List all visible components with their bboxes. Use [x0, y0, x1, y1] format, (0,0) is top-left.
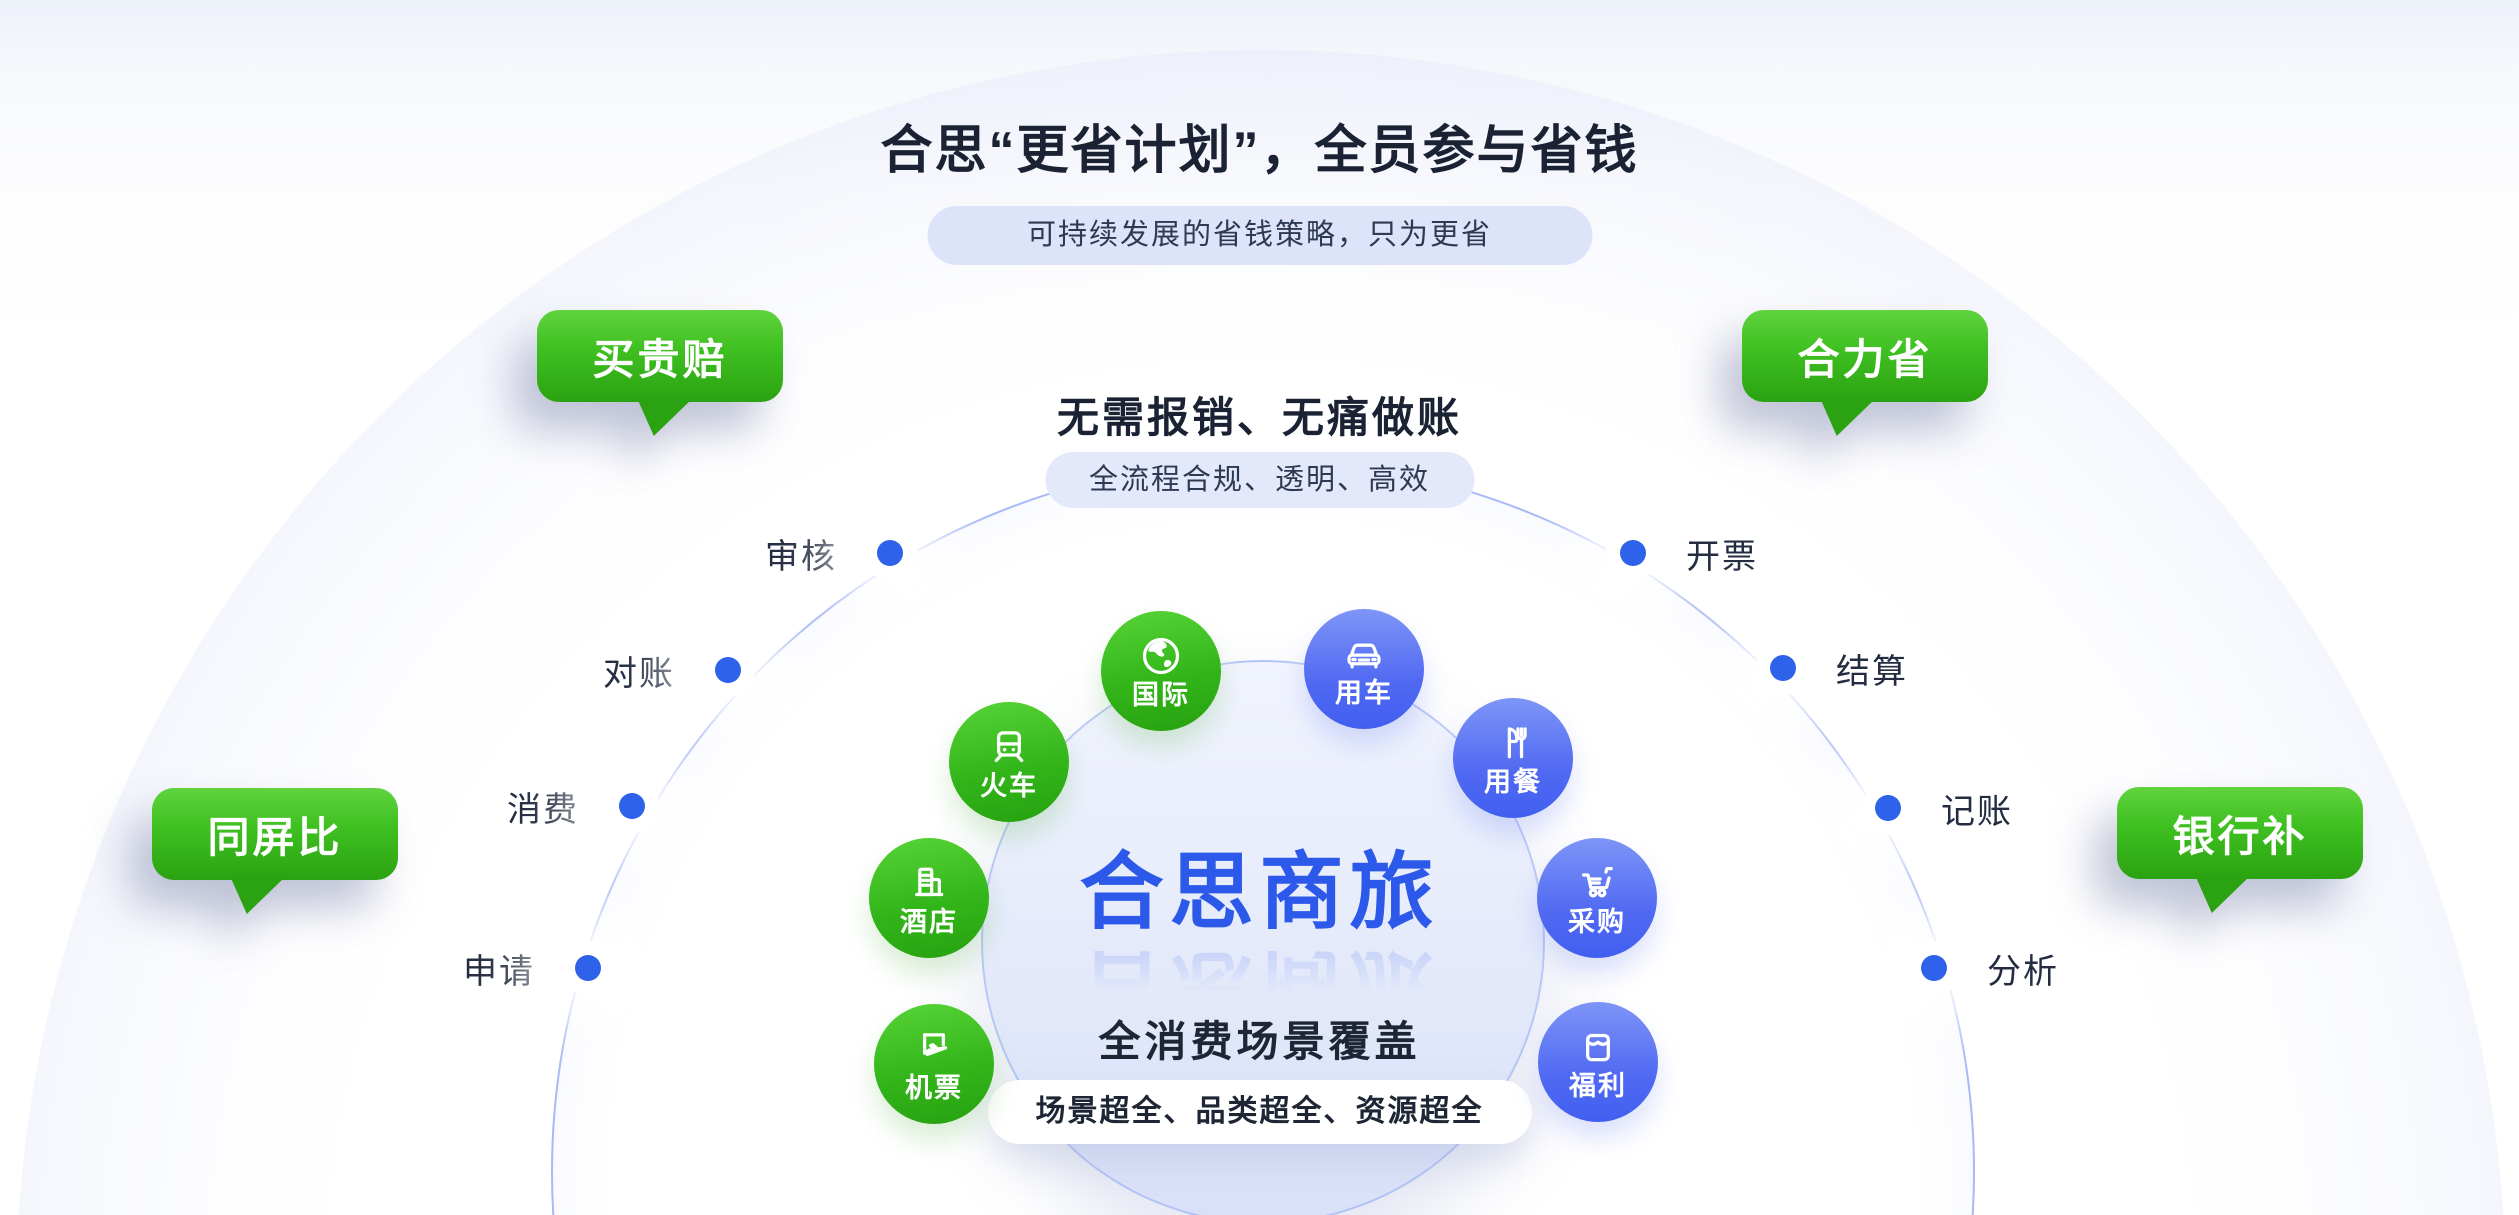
gift-pouch-icon	[1586, 1033, 1610, 1062]
ring-node-label: 开票	[1686, 537, 1758, 576]
process-ring-title: 无需报销、无痛做账	[1056, 394, 1462, 441]
node-dot	[619, 793, 645, 819]
page-title: 合思“更省计划”，全员参与省钱	[880, 122, 1639, 180]
scene-label: 用餐	[1484, 767, 1542, 797]
benefit-bubble: 同屏比	[152, 788, 398, 880]
ring-node: 分析	[1921, 944, 2059, 992]
ring-node-label: 分析	[1987, 952, 2059, 991]
benefit-bubble: 买贵赔	[537, 310, 783, 402]
ring-node: 开票	[1620, 529, 1758, 577]
node-dot	[575, 955, 601, 981]
scene-bubble: 火车	[949, 702, 1069, 822]
scene-label: 火车	[980, 771, 1038, 801]
scene-label: 国际	[1132, 680, 1190, 710]
globe-icon	[1142, 637, 1180, 675]
scene-label: 采购	[1568, 907, 1626, 937]
brand-title: 合思商旅	[1079, 845, 1440, 939]
ring-node: 结算	[1770, 644, 1908, 692]
process-ring-subtitle-pill: 全流程合规、透明、高效	[1044, 452, 1475, 508]
ring-node-label: 对账	[603, 654, 675, 693]
scene-label: 福利	[1569, 1071, 1627, 1101]
ring-node-label: 消费	[507, 790, 579, 829]
ring-node: 记账	[1875, 784, 2013, 832]
node-dot	[877, 540, 903, 566]
scene-label: 机票	[905, 1073, 963, 1103]
scene-bubble: 酒店	[869, 838, 989, 958]
train-icon	[994, 731, 1024, 763]
ring-node: 消费	[507, 782, 645, 830]
brand-subtitle: 全消费场景覆盖	[1098, 1018, 1421, 1065]
scene-bubble: 采购	[1537, 838, 1657, 958]
dining-icon	[1507, 727, 1527, 759]
cart-icon	[1581, 866, 1613, 898]
scene-label: 酒店	[900, 907, 958, 937]
scene-bubble: 国际	[1101, 611, 1221, 731]
coverage-pill: 场景超全、品类超全、资源超全	[987, 1080, 1532, 1144]
ring-node-label: 审核	[765, 537, 837, 576]
benefit-bubble: 银行补	[2117, 787, 2363, 879]
car-icon	[1347, 643, 1381, 669]
ring-node: 对账	[603, 646, 741, 694]
scene-bubble: 机票	[874, 1004, 994, 1124]
page-subtitle-pill: 可持续发展的省钱策略，只为更省	[926, 206, 1593, 265]
hotel-icon	[915, 867, 944, 897]
scene-bubble: 用车	[1304, 609, 1424, 729]
scene-bubble: 福利	[1538, 1002, 1658, 1122]
ring-node: 申请	[463, 944, 601, 992]
node-dot	[1620, 540, 1646, 566]
scene-bubble: 用餐	[1453, 698, 1573, 818]
node-dot	[715, 657, 741, 683]
benefit-bubble: 合力省	[1742, 310, 1988, 402]
node-dot	[1875, 795, 1901, 821]
node-dot	[1770, 655, 1796, 681]
scene-label: 用车	[1335, 678, 1393, 708]
ring-node-label: 申请	[463, 952, 535, 991]
node-dot	[1921, 955, 1947, 981]
ring-node: 审核	[765, 529, 903, 577]
ring-node-label: 记账	[1941, 792, 2013, 831]
flight-ticket-icon	[922, 1033, 948, 1056]
ring-node-label: 结算	[1836, 652, 1908, 691]
